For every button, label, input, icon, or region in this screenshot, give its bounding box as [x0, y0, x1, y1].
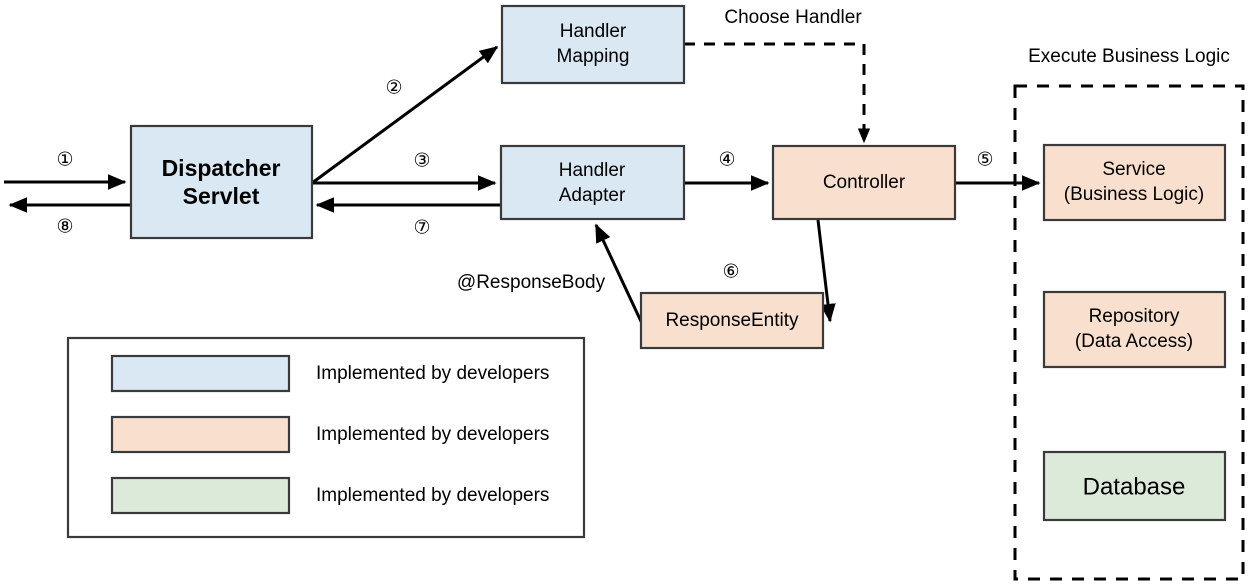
legend-swatch-blue [110, 354, 291, 393]
legend-label-peach: Implemented by developers [316, 424, 549, 445]
handler-mapping-box[interactable] [500, 4, 686, 85]
controller-box[interactable] [771, 144, 957, 221]
response-entity-label: ResponseEntity [665, 310, 799, 331]
handler-adapter-box[interactable] [499, 144, 686, 221]
legend-item: Implemented by developers [110, 476, 549, 515]
handler-mapping-label-line1: Handler [560, 21, 627, 42]
step-label-4: ④ [718, 149, 735, 171]
edges-layer [4, 42, 1041, 331]
dispatcher-servlet-label-line2: Servlet [183, 183, 260, 209]
step-label-7: ⑦ [413, 217, 430, 239]
service-label-line1: Service [1102, 159, 1165, 180]
handler-adapter-label-line2: Adapter [559, 185, 626, 206]
node-handler-mapping[interactable]: Handler Mapping [500, 4, 686, 85]
node-database[interactable]: Database [1042, 450, 1227, 522]
legend-label-green: Implemented by developers [316, 485, 549, 506]
response-body-label: @ResponseBody [457, 272, 606, 293]
repository-label-line2: (Data Access) [1075, 331, 1193, 352]
node-controller[interactable]: Controller [771, 144, 957, 221]
step-label-5: ⑤ [976, 149, 993, 171]
legend-item: Implemented by developers [110, 415, 549, 454]
step-label-6: ⑥ [722, 261, 739, 283]
node-response-entity[interactable]: ResponseEntity [639, 291, 825, 350]
edge-dispatcher-to-handler-mapping [311, 45, 499, 185]
legend: Implemented by developers Implemented by… [66, 336, 586, 539]
step-label-3: ③ [413, 150, 430, 172]
legend-swatch-green [110, 476, 291, 515]
step-label-1: ① [56, 149, 73, 171]
step-label-8: ⑧ [56, 216, 73, 238]
business-logic-dashed-border [1013, 84, 1245, 581]
node-repository[interactable]: Repository (Data Access) [1042, 290, 1227, 369]
edge-response-entity-to-handler-adapter [594, 223, 647, 331]
database-box[interactable] [1042, 450, 1227, 522]
repository-label-line1: Repository [1089, 306, 1180, 327]
controller-label: Controller [823, 172, 906, 193]
node-handler-adapter[interactable]: Handler Adapter [499, 144, 686, 221]
handler-mapping-label-line2: Mapping [557, 46, 630, 67]
service-label-line2: (Business Logic) [1064, 184, 1204, 205]
database-label: Database [1083, 473, 1186, 500]
step-label-2: ② [385, 77, 402, 99]
dispatcher-servlet-label-line1: Dispatcher [162, 155, 281, 181]
service-box[interactable] [1042, 143, 1227, 222]
response-entity-box[interactable] [639, 291, 825, 350]
edge-controller-to-response-entity [816, 219, 836, 323]
handler-adapter-label-line1: Handler [559, 160, 626, 181]
node-dispatcher-servlet[interactable]: Dispatcher Servlet [129, 124, 314, 240]
business-logic-group: Execute Business Logic [1013, 46, 1245, 581]
dispatcher-servlet-box[interactable] [129, 124, 314, 240]
edge-choose-handler [684, 42, 871, 144]
legend-swatch-peach [110, 415, 291, 454]
legend-item: Implemented by developers [110, 354, 549, 393]
edge-labels-layer: ① ⑧ ② ③ ⑦ ④ ⑤ ⑥ Choose Handler @Response… [56, 7, 993, 293]
choose-handler-label: Choose Handler [724, 7, 862, 28]
legend-label-blue: Implemented by developers [316, 363, 549, 384]
business-logic-group-label: Execute Business Logic [1028, 46, 1230, 67]
node-service[interactable]: Service (Business Logic) [1042, 143, 1227, 222]
repository-box[interactable] [1042, 290, 1227, 369]
